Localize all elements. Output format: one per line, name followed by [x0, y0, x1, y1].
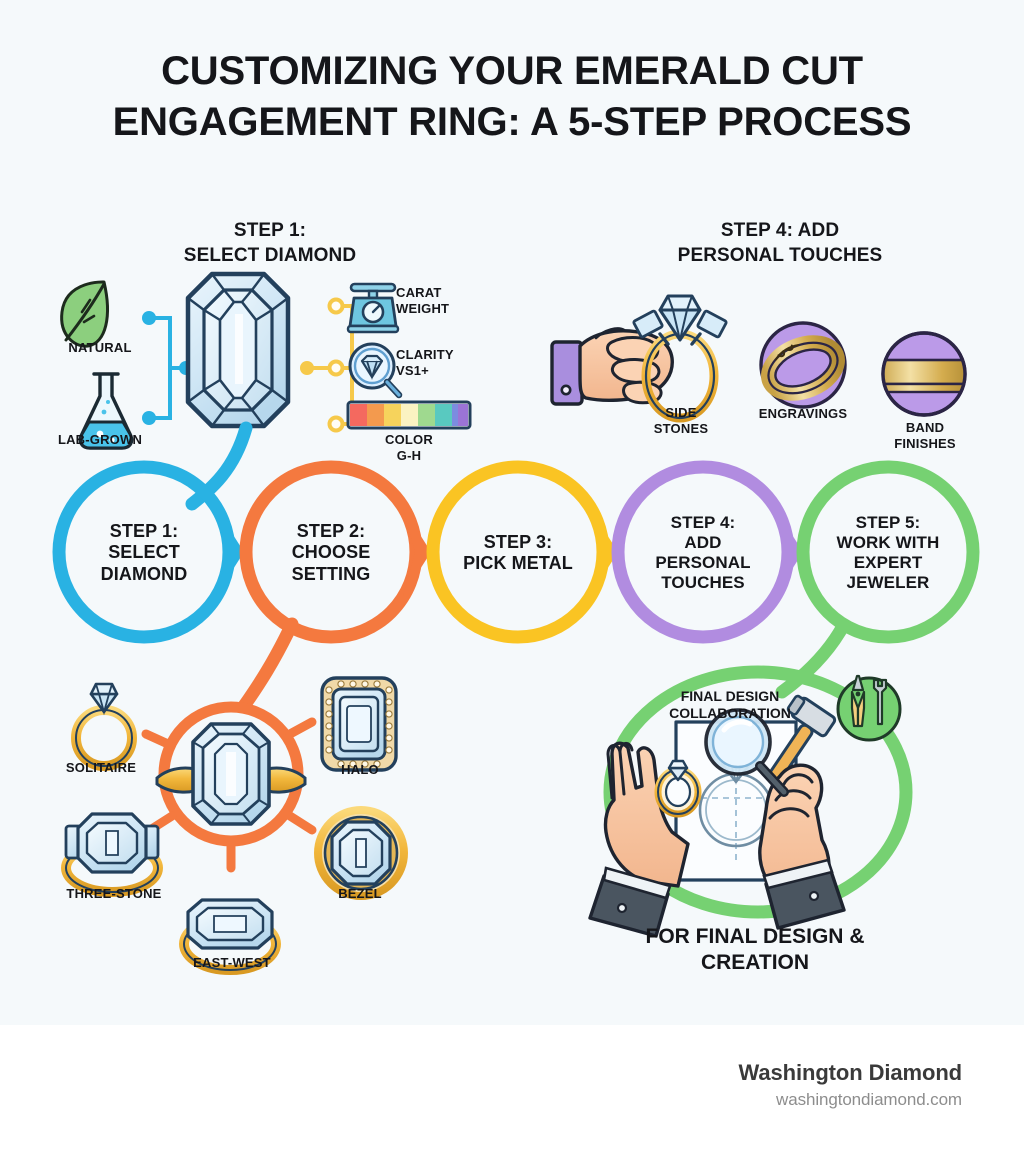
- step1-heading-line2: SELECT DIAMOND: [183, 245, 357, 267]
- page-title-line2: ENGAGEMENT RING: A 5-STEP PROCESS: [112, 100, 912, 145]
- hammer-icon: [766, 694, 837, 785]
- connector-dot-clarity: [327, 359, 345, 377]
- final-design-collaboration-caption: FINAL DESIGN COLLABORATION: [669, 688, 791, 722]
- color-gradient-bar-icon: [346, 400, 472, 430]
- engraved-band-icon: [759, 321, 847, 409]
- footer-band: [0, 1025, 1024, 1154]
- step4-heading-line1: STEP 4: ADD: [720, 220, 840, 241]
- step1-section-heading: STEP 1: SELECT DIAMOND: [130, 218, 410, 269]
- page-title: CUSTOMIZING YOUR EMERALD CUT ENGAGEMENT …: [0, 46, 1024, 148]
- label-halo: HALO: [341, 762, 379, 777]
- kitchen-scale-icon: [346, 282, 400, 334]
- process-label-step-2: STEP 2: CHOOSE SETTING: [291, 521, 371, 584]
- halo-ring-icon: [320, 676, 398, 772]
- jeweler-right-hand-icon: [704, 708, 846, 930]
- flask-icon: [78, 372, 134, 450]
- process-label-step-5: STEP 5: WORK WITH EXPERT JEWELER: [836, 513, 940, 592]
- label-solitaire: SOLITAIRE: [65, 760, 137, 775]
- connector-dot-labgrown: [142, 411, 156, 425]
- connector-step5-to-jeweler: [775, 621, 849, 699]
- connector-dot-spec-hub: [300, 361, 314, 375]
- illustration-layer: [52, 271, 980, 975]
- bezel-ring-icon: [314, 806, 408, 900]
- process-circle-step-5[interactable]: [796, 460, 980, 644]
- brand-url[interactable]: washingtondiamond.com: [776, 1090, 962, 1109]
- process-label-step-4: STEP 4: ADD PERSONAL TOUCHES: [655, 513, 751, 592]
- process-circle-step-1[interactable]: [52, 460, 244, 644]
- connector-diamond-to-step1: [185, 421, 253, 511]
- label-natural: NATURAL: [68, 340, 132, 355]
- process-circle-step-3[interactable]: [426, 460, 618, 644]
- emerald-ring-hub-icon: [155, 722, 307, 826]
- process-circle-step-4[interactable]: [611, 460, 803, 644]
- label-side-stones: SIDE STONES: [653, 405, 709, 436]
- east-west-ring-icon: [179, 898, 281, 975]
- process-label-step-1: STEP 1: SELECT DIAMOND: [100, 521, 188, 584]
- emerald-cut-diamond-icon: [185, 271, 291, 429]
- step4-heading-line2: PERSONAL TOUCHES: [677, 245, 883, 267]
- jeweler-left-hand-icon: [588, 741, 702, 938]
- magnifier-diamond-icon: [348, 342, 403, 399]
- diamond-source-connectors: [150, 316, 184, 420]
- connector-step2-to-settings: [237, 617, 299, 713]
- label-bezel: BEZEL: [338, 886, 382, 901]
- main-canvas: [0, 0, 1024, 1025]
- connector-dot-natural: [142, 311, 156, 325]
- process-circle-step-2[interactable]: [239, 460, 431, 644]
- step4-section-heading: STEP 4: ADD PERSONAL TOUCHES: [580, 218, 980, 269]
- three-stone-ring-icon: [61, 812, 163, 897]
- band-finish-icon: [881, 331, 967, 417]
- label-carat-weight: CARAT WEIGHT: [396, 285, 450, 316]
- final-design-creation-caption: FOR FINAL DESIGN & CREATION: [645, 925, 865, 975]
- hand-holding-ring-icon: [550, 294, 728, 423]
- process-label-step-3: STEP 3: PICK METAL: [463, 531, 573, 573]
- label-color: COLOR G-H: [385, 432, 433, 463]
- label-lab-grown: LAB-GROWN: [57, 432, 143, 447]
- page-title-line1: CUSTOMIZING YOUR EMERALD CUT: [161, 49, 863, 93]
- label-engravings: ENGRAVINGS: [758, 406, 848, 421]
- label-clarity: CLARITY VS1+: [396, 347, 454, 378]
- label-east-west: EAST-WEST: [193, 955, 271, 970]
- brand-name: Washington Diamond: [738, 1060, 963, 1085]
- label-band-finishes: BAND FINISHES: [894, 420, 956, 451]
- solitaire-ring-icon: [71, 682, 137, 771]
- connector-dot-carat: [327, 297, 345, 315]
- label-three-stone: THREE-STONE: [66, 886, 162, 901]
- leaf-icon: [60, 280, 109, 348]
- pliers-wrench-icon: [836, 674, 902, 742]
- step1-heading-line1: STEP 1:: [233, 220, 307, 241]
- connector-dot-color: [327, 415, 345, 433]
